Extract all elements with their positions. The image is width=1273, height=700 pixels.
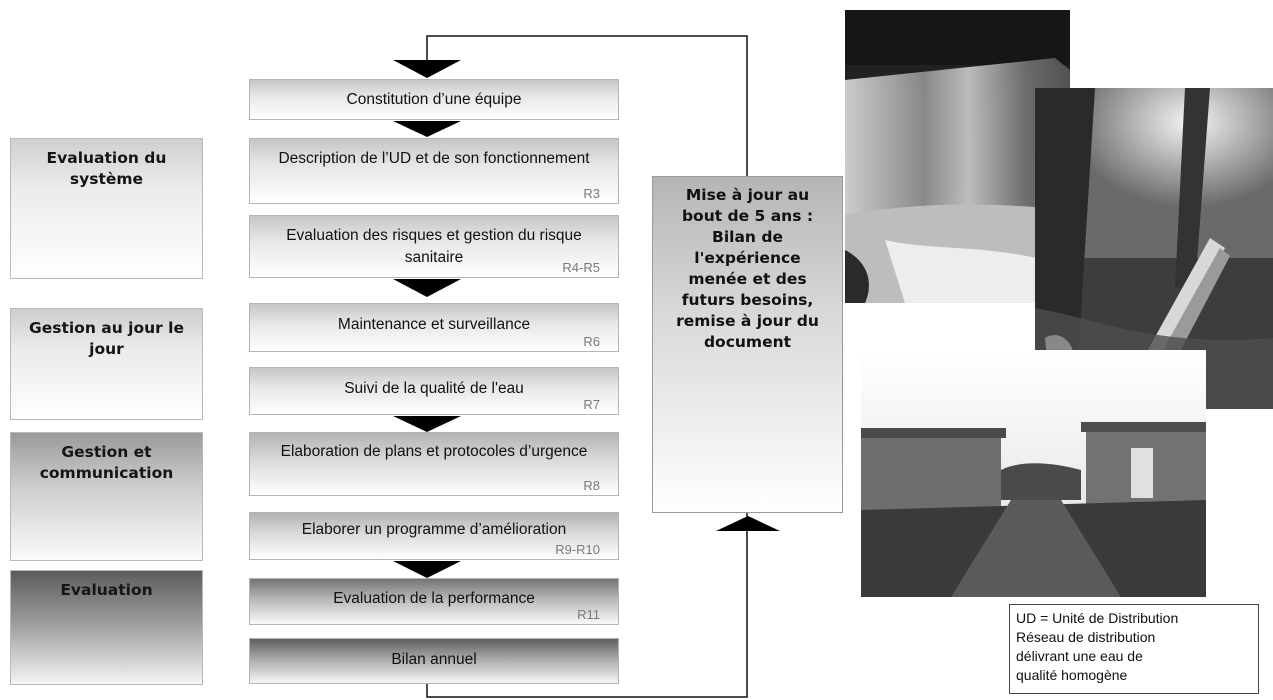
legend-line: Réseau de distribution	[1016, 629, 1156, 645]
waterfall-photo	[845, 10, 1070, 303]
step-label: Evaluation des risques et gestion du ris…	[286, 227, 582, 266]
phase-label: Gestion et communication	[39, 443, 174, 482]
step-label: Description de l’UD et de son fonctionne…	[278, 150, 590, 167]
down-arrow-icon	[393, 121, 461, 137]
step-reference: R8	[583, 478, 600, 493]
step-box-description: Description de l’UD et de son fonctionne…	[249, 138, 619, 204]
legend-line: UD = Unité de Distribution	[1016, 610, 1179, 626]
phase-box-evaluation: Evaluation	[10, 570, 203, 685]
village-photo	[861, 350, 1206, 597]
step-label: Suivi de la qualité de l'eau	[344, 380, 524, 397]
step-box-team: Constitution d’une équipe	[249, 79, 619, 120]
step-label: Elaboration de plans et protocoles d’urg…	[280, 443, 588, 460]
step-label: Evaluation de la performance	[333, 590, 535, 607]
phase-label: Gestion au jour le jour	[28, 319, 184, 358]
phase-label: Evaluation	[60, 581, 153, 599]
step-box-water-quality: Suivi de la qualité de l'eau R7	[249, 367, 619, 415]
phase-box-daily-management: Gestion au jour le jour	[10, 308, 203, 420]
legend-line: qualité homogène	[1016, 667, 1128, 683]
step-reference: R9-R10	[555, 542, 600, 557]
step-box-performance-evaluation: Evaluation de la performance R11	[249, 578, 619, 625]
step-reference: R11	[577, 607, 600, 622]
down-arrow-icon	[393, 60, 461, 78]
step-box-improvement-program: Elaborer un programme d’amélioration R9-…	[249, 512, 619, 560]
down-arrow-icon	[393, 279, 461, 297]
step-reference: R4-R5	[562, 260, 600, 275]
step-label: Constitution d’une équipe	[346, 91, 522, 108]
step-label: Elaborer un programme d’amélioration	[301, 521, 567, 538]
down-arrow-icon	[393, 561, 461, 578]
phase-box-management-communication: Gestion et communication	[10, 432, 203, 561]
step-box-maintenance: Maintenance et surveillance R6	[249, 303, 619, 352]
step-reference: R7	[583, 397, 600, 412]
update-box: Mise à jour au bout de 5 ans : Bilan de …	[652, 176, 843, 513]
step-box-risk-evaluation: Evaluation des risques et gestion du ris…	[249, 215, 619, 278]
step-box-emergency-plans: Elaboration de plans et protocoles d’urg…	[249, 432, 619, 496]
phase-label: Evaluation du système	[46, 149, 167, 188]
up-arrow-icon	[716, 516, 780, 531]
legend-box: UD = Unité de Distribution Réseau de dis…	[1009, 604, 1259, 694]
step-box-annual-review: Bilan annuel	[249, 638, 619, 684]
phase-box-system-evaluation: Evaluation du système	[10, 138, 203, 279]
down-arrow-icon	[393, 416, 461, 432]
feedback-loop-bottom-line	[426, 528, 748, 698]
update-label: Mise à jour au bout de 5 ans : Bilan de …	[676, 186, 819, 351]
step-reference: R3	[583, 186, 600, 201]
legend-line: délivrant une eau de	[1016, 648, 1143, 664]
step-label: Maintenance et surveillance	[337, 316, 531, 333]
step-label: Bilan annuel	[391, 651, 477, 668]
step-reference: R6	[583, 334, 600, 349]
